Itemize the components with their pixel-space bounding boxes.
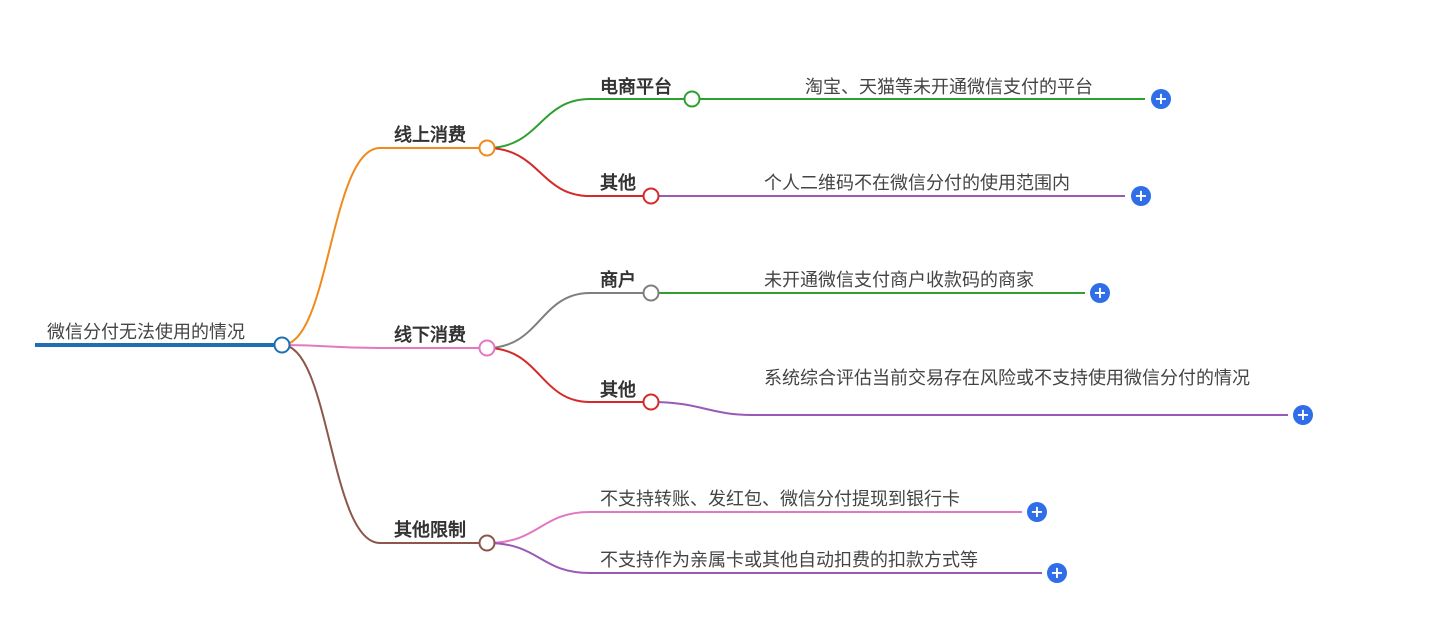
plus-icon[interactable]: + [1293,405,1313,425]
plus-icon[interactable]: + [1090,283,1110,303]
root-node-circle[interactable] [273,336,291,354]
leaf-label-merchant[interactable]: 未开通微信支付商户收款码的商家 [764,270,1034,291]
branch-label-online[interactable]: 线上消费 [394,125,466,146]
plus-icon[interactable]: + [1151,89,1171,109]
connector-online-other [486,147,651,197]
sub-label-ecommerce[interactable]: 电商平台 [600,77,672,98]
leaf-label-online-other[interactable]: 个人二维码不在微信分付的使用范围内 [764,173,1070,194]
leaf-label-family-card[interactable]: 不支持作为亲属卡或其他自动扣费的扣款方式等 [600,550,978,571]
branch-label-other-limits[interactable]: 其他限制 [394,520,466,541]
root-node-label[interactable]: 微信分付无法使用的情况 [47,322,245,343]
plus-icon[interactable]: + [1131,186,1151,206]
branch-node-circle-offline[interactable] [478,339,496,357]
sub-node-circle-online-other[interactable] [642,187,660,205]
leaf-label-transfer[interactable]: 不支持转账、发红包、微信分付提现到银行卡 [600,489,960,510]
connector-branch-other-limits [281,344,487,544]
connector-leaf-offline-other [650,401,1288,416]
branch-label-offline[interactable]: 线下消费 [394,325,466,346]
connector-branch-offline [281,344,487,349]
leaf-label-offline-other[interactable]: 系统综合评估当前交易存在风险或不支持使用微信分付的情况 [764,368,1250,389]
plus-icon[interactable]: + [1027,502,1047,522]
sub-node-circle-offline-other[interactable] [642,393,660,411]
plus-icon[interactable]: + [1047,563,1067,583]
branch-node-circle-other-limits[interactable] [478,534,496,552]
connector-leaf-family-card [486,542,1042,574]
sub-label-online-other[interactable]: 其他 [600,173,636,194]
sub-node-circle-merchant[interactable] [642,284,660,302]
branch-node-circle-online[interactable] [478,139,496,157]
sub-node-circle-ecommerce[interactable] [683,90,701,108]
connector-branch-online [281,147,487,346]
connector-offline-merchant [486,292,651,349]
connector-leaf-transfer [486,511,1022,544]
connector-offline-other [486,347,651,403]
connector-online-ecommerce [486,98,692,149]
leaf-label-ecommerce[interactable]: 淘宝、天猫等未开通微信支付的平台 [805,77,1093,98]
sub-label-merchant[interactable]: 商户 [600,270,636,291]
sub-label-offline-other[interactable]: 其他 [600,380,636,401]
